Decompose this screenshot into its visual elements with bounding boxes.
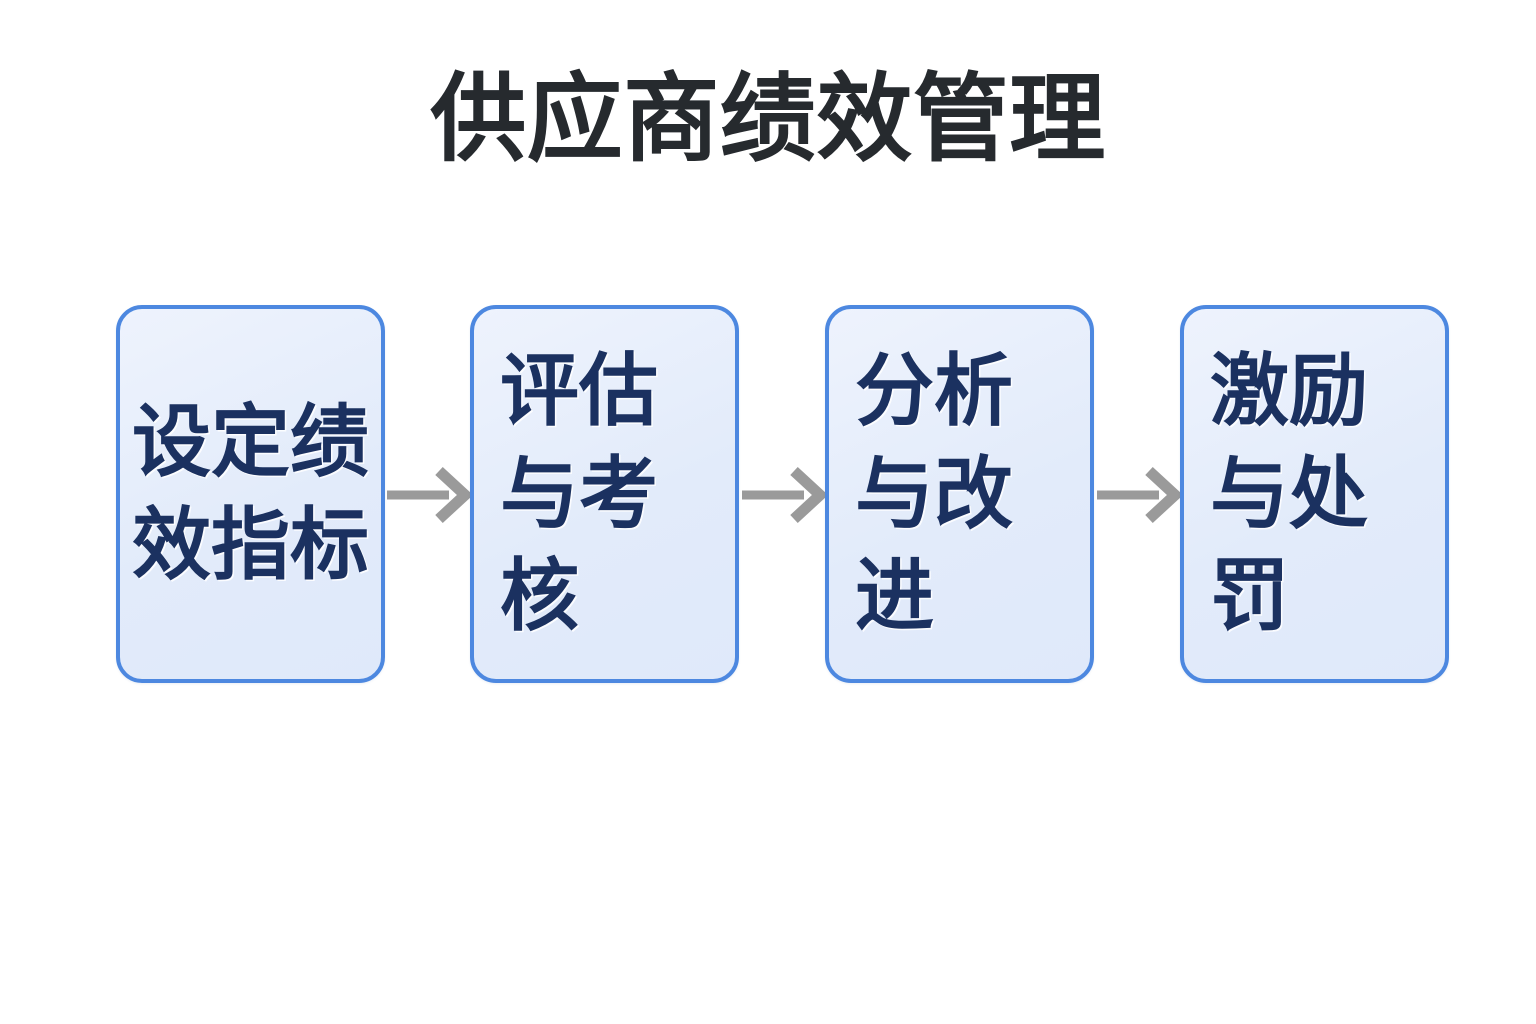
flow-node-evaluate[interactable]: 评估与考核 (470, 305, 739, 683)
flow-node-set-kpi[interactable]: 设定绩效指标 (116, 305, 385, 683)
flow-node-label: 分析与改进 (855, 345, 1013, 641)
flow-node-analyze-improve[interactable]: 分析与改进 (825, 305, 1094, 683)
arrow-right-icon (387, 465, 473, 525)
process-flow-row: 设定绩效指标 评估与考核 分析与改进 (116, 305, 1449, 685)
flow-node-reward-penalty[interactable]: 激励与处罚 (1180, 305, 1449, 683)
flow-node-label: 设定绩效指标 (132, 397, 369, 589)
arrow-right-icon (742, 465, 828, 525)
page-title: 供应商绩效管理 (430, 66, 1106, 173)
flow-node-label: 评估与考核 (500, 345, 658, 641)
arrow-right-icon (1097, 465, 1183, 525)
flow-node-label: 激励与处罚 (1210, 345, 1368, 641)
